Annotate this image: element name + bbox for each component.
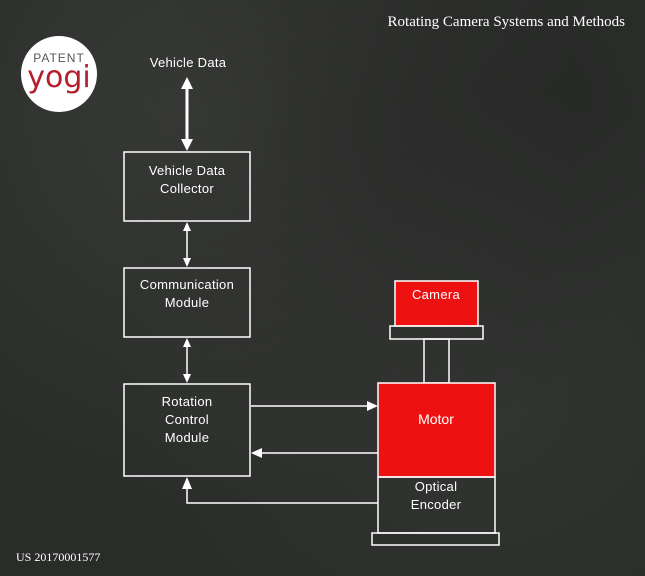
rotation-label-line-1: Rotation [162, 394, 213, 409]
patent-number: US 20170001577 [16, 550, 100, 565]
collector-label-line-1: Vehicle Data [149, 163, 226, 178]
arrow-rotation-to-motor [251, 401, 378, 411]
motor-label: Motor [418, 411, 454, 427]
camera-label: Camera [412, 287, 461, 302]
camera-shaft [424, 339, 449, 383]
motor-block: Motor [378, 383, 495, 477]
arrow-collector-to-communication [183, 222, 191, 267]
rotation-label-line-2: Control [165, 412, 209, 427]
vehicle-data-label: Vehicle Data [150, 55, 227, 70]
arrow-encoder-feedback [182, 477, 378, 503]
camera-block: Camera [395, 281, 478, 326]
communication-label-line-2: Module [165, 295, 209, 310]
communication-label-line-1: Communication [140, 277, 234, 292]
vehicle-data-collector-box: Vehicle Data Collector [124, 152, 250, 221]
arrow-communication-to-rotation [183, 338, 191, 383]
base-plate [372, 533, 499, 545]
arrow-motor-to-rotation [251, 448, 378, 458]
encoder-label-line-1: Optical [415, 479, 458, 494]
rotation-control-module-box: Rotation Control Module [124, 384, 250, 476]
arrow-vehicle-data-to-collector [181, 77, 193, 151]
communication-module-box: Communication Module [124, 268, 250, 337]
camera-mount-plate [390, 326, 483, 339]
collector-label-line-2: Collector [160, 181, 214, 196]
optical-encoder-block: Optical Encoder [378, 477, 495, 533]
encoder-label-line-2: Encoder [411, 497, 462, 512]
rotation-label-line-3: Module [165, 430, 209, 445]
